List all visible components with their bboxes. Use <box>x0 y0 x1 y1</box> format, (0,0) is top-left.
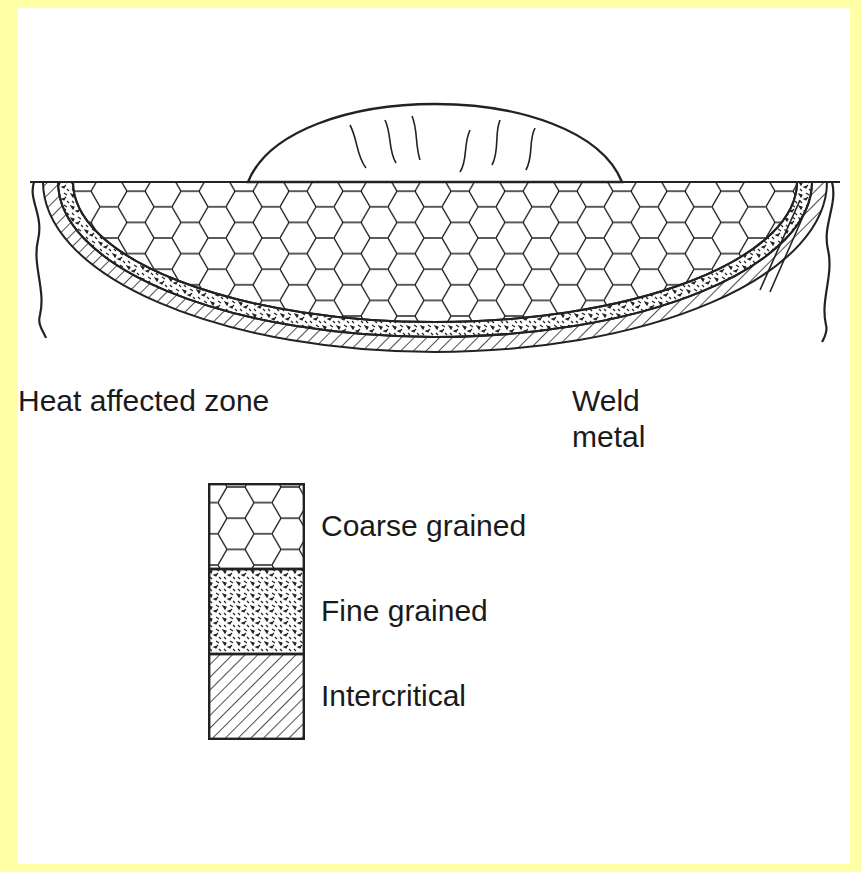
legend-text: Fine grained <box>321 593 488 629</box>
legend-text: Coarse grained <box>321 508 526 544</box>
coarse-grained-zone <box>73 182 797 322</box>
intercritical-zone <box>43 182 827 352</box>
fine-grained-zone <box>58 182 812 337</box>
zone-label: Heat affected zone <box>18 383 318 419</box>
legend-swatch <box>208 653 305 740</box>
zone-label: Weld metal <box>572 383 682 455</box>
legend-swatch <box>208 483 305 570</box>
plate-outline <box>30 182 840 342</box>
legend-swatch <box>208 568 305 655</box>
solidification-lines <box>350 116 535 172</box>
weld-crown <box>248 104 622 182</box>
hatch-detail <box>760 200 808 292</box>
legend-text: Intercritical <box>321 678 466 714</box>
